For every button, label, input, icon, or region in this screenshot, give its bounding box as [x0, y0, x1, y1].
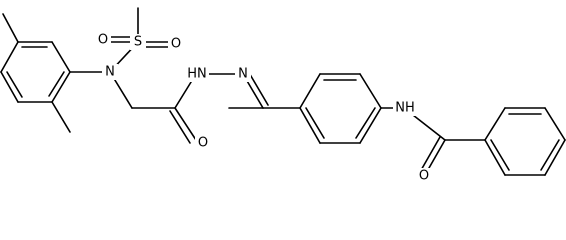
atom-label-layer: S O O N HN N O NH	[95, 32, 432, 184]
atom-label: NH	[395, 101, 415, 116]
atom-nitrogen: N	[235, 66, 251, 82]
atom-label: O	[171, 37, 181, 52]
bond	[247, 70, 269, 106]
bond	[544, 107, 566, 141]
atom-label: O	[419, 169, 429, 184]
bond	[490, 139, 510, 171]
bond	[48, 71, 65, 97]
bond	[540, 139, 560, 171]
atom-label: O	[98, 33, 108, 48]
bond	[51, 71, 71, 103]
bond	[0, 41, 19, 73]
bond	[51, 41, 71, 73]
bond	[359, 73, 382, 109]
bond	[169, 110, 191, 144]
bond	[174, 107, 197, 141]
atom-mask	[393, 100, 417, 116]
atom-nitrogen: N	[102, 64, 118, 80]
bond	[0, 71, 19, 103]
bond	[6, 71, 23, 98]
bond	[2, 13, 19, 43]
molecule-structure: S O O N HN N O NH	[0, 7, 566, 184]
atom-label: HN	[187, 67, 207, 82]
atom-mask	[168, 36, 184, 52]
atom-nitrogen-hydrogen: NH	[393, 100, 417, 116]
atom-oxygen: O	[195, 135, 211, 151]
bond	[299, 107, 321, 144]
bond	[51, 101, 71, 133]
bond	[305, 107, 325, 139]
atom-label: N	[105, 65, 115, 80]
atom-oxygen: O	[416, 168, 432, 184]
atom-mask	[130, 34, 146, 50]
atom-label: S	[134, 35, 142, 50]
bond	[484, 107, 506, 141]
atom-mask	[195, 135, 211, 151]
bond	[355, 107, 376, 139]
atom-nitrogen-hydrogen: HN	[185, 66, 209, 82]
atom-oxygen: O	[168, 36, 184, 52]
bond	[299, 73, 321, 109]
bond	[419, 136, 441, 173]
atom-mask	[416, 168, 432, 184]
bond	[359, 107, 382, 144]
bond-layer	[0, 7, 566, 176]
atom-sulfur: S	[130, 34, 146, 50]
atom-label: N	[238, 67, 248, 82]
atom-oxygen: O	[95, 32, 111, 48]
atom-mask	[95, 32, 111, 48]
bond	[484, 139, 506, 176]
bond	[544, 139, 566, 176]
atom-mask	[235, 66, 251, 82]
atom-mask	[102, 64, 118, 80]
atom-label: O	[198, 136, 208, 151]
atom-mask	[185, 66, 209, 82]
